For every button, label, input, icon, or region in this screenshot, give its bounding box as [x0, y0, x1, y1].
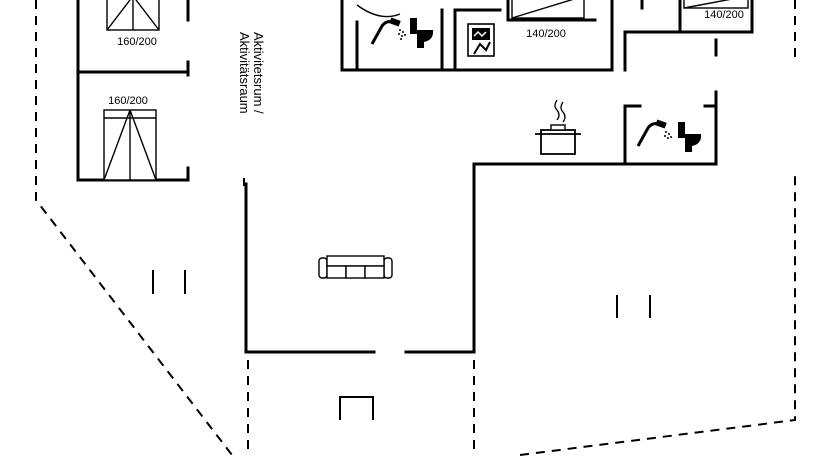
bed-1: [106, 0, 160, 31]
terrace-marks: [152, 178, 651, 420]
bed-2: [103, 109, 157, 181]
activity-room-label-line2: Aktivitätsraum: [237, 32, 252, 114]
shower-icon: [370, 17, 406, 45]
terrace-boundary: [35, 0, 796, 456]
bed-3: [511, 0, 585, 19]
stove-pot-icon: [535, 99, 581, 155]
toilet-icon: [410, 18, 434, 48]
bed-3-size-label: 140/200: [526, 28, 566, 40]
shower-icon: [636, 119, 672, 147]
bed-4: [683, 0, 749, 9]
toilet-icon: [678, 122, 702, 152]
washing-machine-icon: [467, 23, 495, 57]
bed-2-size-label: 160/200: [108, 95, 148, 107]
interior-walls: [244, 0, 754, 354]
activity-room-label-line1: Aktivitetsrum /: [251, 32, 266, 114]
activity-room-label: Aktivitetsrum / Aktivitätsraum: [237, 32, 266, 114]
bed-4-size-label: 140/200: [704, 9, 744, 21]
bedroom-block-left: [76, 0, 190, 182]
sofa-icon: [318, 255, 393, 279]
bed-1-size-label: 160/200: [117, 36, 157, 48]
